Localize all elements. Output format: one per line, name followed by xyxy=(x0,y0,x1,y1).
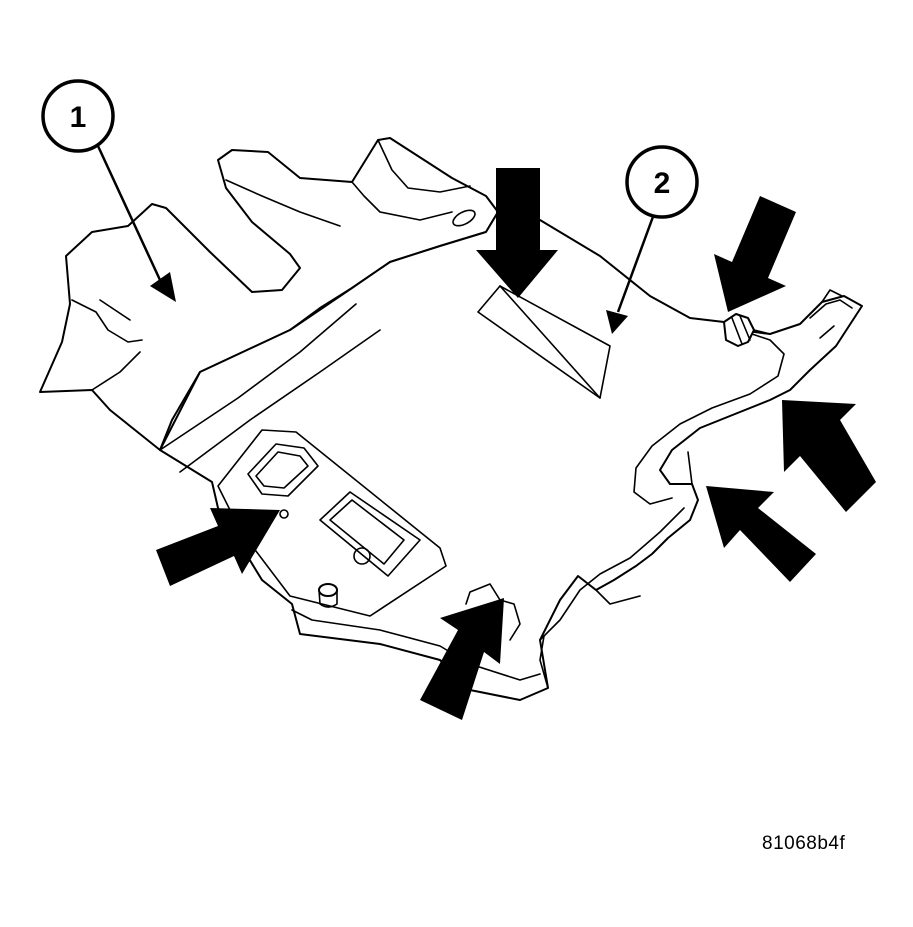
fastener-arrows xyxy=(156,168,876,720)
arrow-bottom xyxy=(420,598,504,720)
figure-code: 81068b4f xyxy=(762,833,846,854)
callout-2: 2 xyxy=(606,145,699,334)
callout-1: 1 xyxy=(41,79,176,302)
arrow-right-lower xyxy=(706,486,816,582)
arrow-push-pin xyxy=(714,196,796,312)
push-pin-fastener xyxy=(723,313,771,347)
arrow-right-upper xyxy=(782,400,876,512)
arrow-down-top xyxy=(476,168,558,298)
callout-2-number: 2 xyxy=(654,167,671,200)
arrow-left xyxy=(156,508,280,586)
part-2-main-shield xyxy=(159,211,863,701)
callout-1-number: 1 xyxy=(70,101,87,134)
